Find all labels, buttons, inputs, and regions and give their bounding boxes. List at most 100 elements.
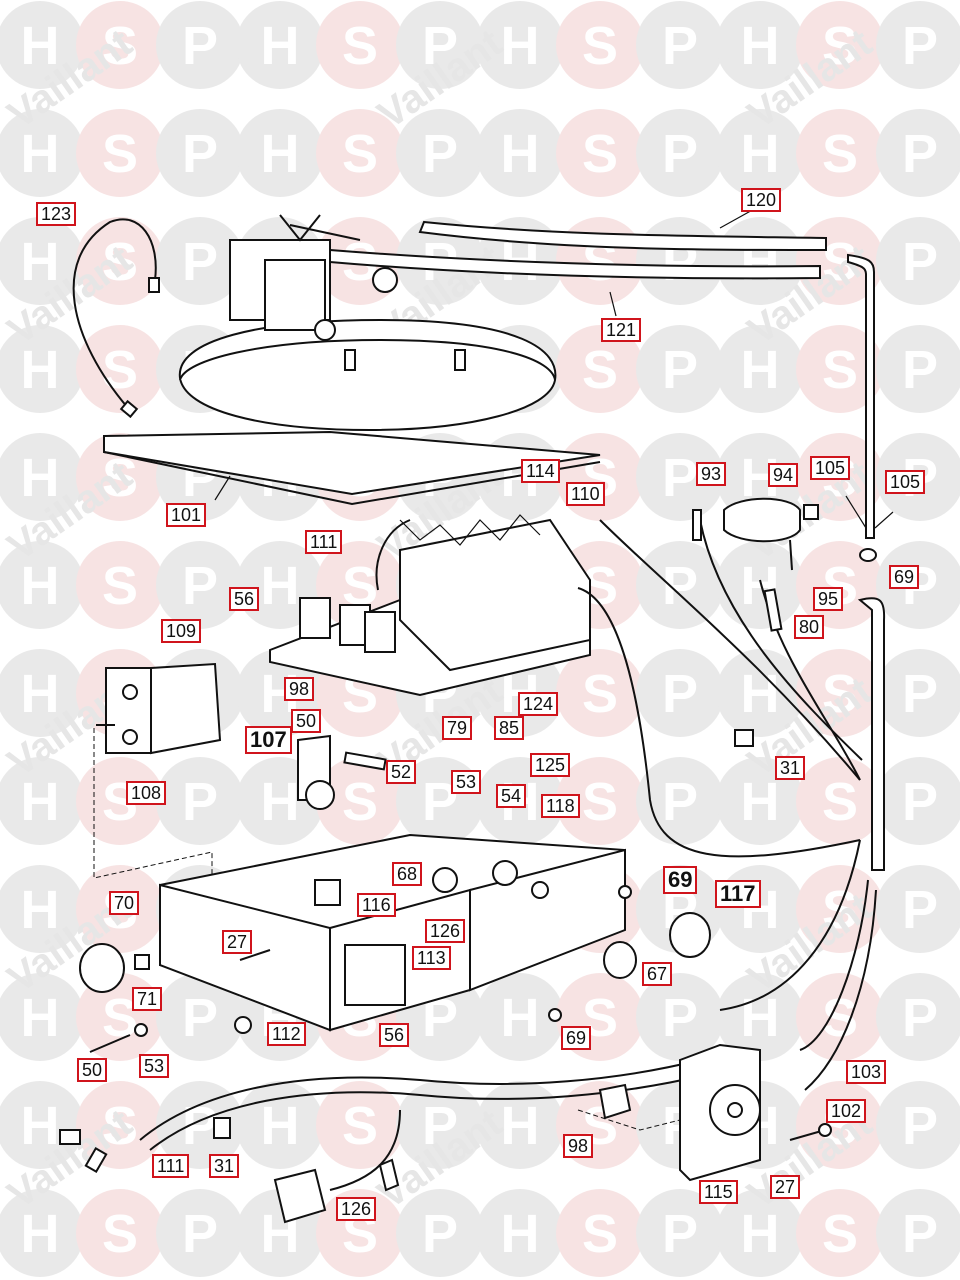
part-label-101[interactable]: 101 — [166, 503, 207, 527]
part-label-94[interactable]: 94 — [768, 463, 799, 487]
watermark-circle-p: P — [876, 217, 960, 305]
tube-105 — [845, 253, 894, 562]
svg-text:H: H — [261, 1096, 300, 1156]
part-label-56[interactable]: 56 — [229, 587, 260, 611]
svg-text:S: S — [822, 124, 858, 184]
part-label-115[interactable]: 115 — [699, 1180, 738, 1204]
part-label-56[interactable]: 56 — [379, 1023, 410, 1047]
part-label-70[interactable]: 70 — [109, 891, 140, 915]
part-label-118[interactable]: 118 — [541, 794, 580, 818]
svg-text:H: H — [501, 1204, 540, 1264]
svg-text:H: H — [21, 988, 60, 1048]
watermark-circle-h: H — [0, 541, 84, 629]
svg-text:P: P — [902, 988, 938, 1048]
part-label-105[interactable]: 105 — [885, 470, 926, 494]
watermark-circle-h: H — [476, 1189, 564, 1277]
watermark-circle-h: H — [236, 109, 324, 197]
svg-text:S: S — [822, 772, 858, 832]
part-label-93[interactable]: 93 — [696, 462, 727, 486]
svg-text:S: S — [102, 124, 138, 184]
part-label-54[interactable]: 54 — [496, 784, 527, 808]
svg-text:H: H — [741, 16, 780, 76]
svg-text:P: P — [662, 772, 698, 832]
watermark-circle-s: S — [796, 1189, 884, 1277]
part-label-50[interactable]: 50 — [291, 709, 322, 733]
fan-assembly — [178, 214, 557, 432]
watermark-circle-h: H — [0, 757, 84, 845]
watermark-circle-p: P — [876, 109, 960, 197]
part-label-53[interactable]: 53 — [139, 1054, 170, 1078]
part-label-123[interactable]: 123 — [36, 202, 77, 226]
watermark-circle-s: S — [316, 1081, 404, 1169]
part-label-79[interactable]: 79 — [442, 716, 473, 740]
svg-text:P: P — [182, 232, 218, 292]
part-label-108[interactable]: 108 — [126, 781, 167, 805]
watermark-circle-s: S — [556, 757, 644, 845]
svg-text:H: H — [21, 1204, 60, 1264]
part-label-124[interactable]: 124 — [518, 692, 559, 716]
svg-text:P: P — [902, 340, 938, 400]
part-label-95[interactable]: 95 — [813, 587, 844, 611]
watermark-circle-h: H — [956, 458, 960, 496]
part-label-31[interactable]: 31 — [775, 756, 806, 780]
part-label-121[interactable]: 121 — [601, 318, 642, 342]
part-label-53[interactable]: 53 — [451, 770, 482, 794]
part-label-126[interactable]: 126 — [336, 1197, 377, 1221]
part-label-69[interactable]: 69 — [663, 866, 698, 894]
part-label-111[interactable]: 111 — [305, 530, 343, 554]
watermark-circle-p: P — [156, 1, 244, 89]
part-label-105[interactable]: 105 — [810, 456, 851, 480]
watermark-circle-h: H — [0, 649, 84, 737]
watermark-circle-p: P — [156, 217, 244, 305]
part-label-125[interactable]: 125 — [530, 753, 571, 777]
watermark-circle-s: S — [76, 217, 164, 305]
svg-text:H: H — [21, 448, 60, 508]
svg-text:H: H — [21, 880, 60, 940]
watermark-circle-h: H — [716, 325, 804, 413]
watermark-circle-h: H — [956, 26, 960, 64]
watermark-circle-h: H — [956, 350, 960, 388]
part-label-103[interactable]: 103 — [846, 1060, 887, 1084]
part-label-50[interactable]: 50 — [77, 1058, 108, 1082]
watermark-circle-h: H — [0, 109, 84, 197]
part-label-31[interactable]: 31 — [209, 1154, 240, 1178]
part-label-68[interactable]: 68 — [392, 862, 423, 886]
svg-text:S: S — [102, 556, 138, 616]
tubes-120-121 — [329, 207, 827, 317]
part-label-107[interactable]: 107 — [245, 726, 292, 754]
part-label-102[interactable]: 102 — [826, 1099, 867, 1123]
part-label-109[interactable]: 109 — [161, 619, 202, 643]
svg-text:H: H — [21, 1096, 60, 1156]
part-label-114[interactable]: 114 — [521, 459, 560, 483]
svg-text:P: P — [182, 1204, 218, 1264]
part-label-117[interactable]: 117 — [715, 880, 761, 908]
part-label-120[interactable]: 120 — [741, 188, 782, 212]
part-label-98[interactable]: 98 — [563, 1134, 594, 1158]
part-label-80[interactable]: 80 — [794, 615, 825, 639]
part-label-110[interactable]: 110 — [566, 482, 605, 506]
part-label-52[interactable]: 52 — [386, 760, 417, 784]
watermark-circle-h: H — [716, 1, 804, 89]
part-label-98[interactable]: 98 — [284, 677, 315, 701]
svg-text:H: H — [21, 772, 60, 832]
part-label-112[interactable]: 112 — [267, 1022, 306, 1046]
part-label-69[interactable]: 69 — [889, 565, 920, 589]
svg-text:H: H — [741, 1204, 780, 1264]
part-label-69[interactable]: 69 — [561, 1026, 592, 1050]
part-label-71[interactable]: 71 — [132, 987, 163, 1011]
svg-text:H: H — [21, 340, 60, 400]
part-label-111[interactable]: 111 — [152, 1154, 190, 1178]
part-label-85[interactable]: 85 — [494, 716, 525, 740]
wire-lead-123 — [72, 218, 160, 419]
part-label-27[interactable]: 27 — [770, 1175, 801, 1199]
part-label-126[interactable]: 126 — [425, 919, 466, 943]
watermark-circle-h: H — [716, 649, 804, 737]
part-label-67[interactable]: 67 — [642, 962, 673, 986]
svg-text:P: P — [182, 16, 218, 76]
part-label-116[interactable]: 116 — [357, 893, 396, 917]
part-label-27[interactable]: 27 — [222, 930, 253, 954]
part-label-113[interactable]: 113 — [412, 946, 451, 970]
watermark-circle-p: P — [396, 1189, 484, 1277]
watermark-circle-h: H — [476, 1081, 564, 1169]
